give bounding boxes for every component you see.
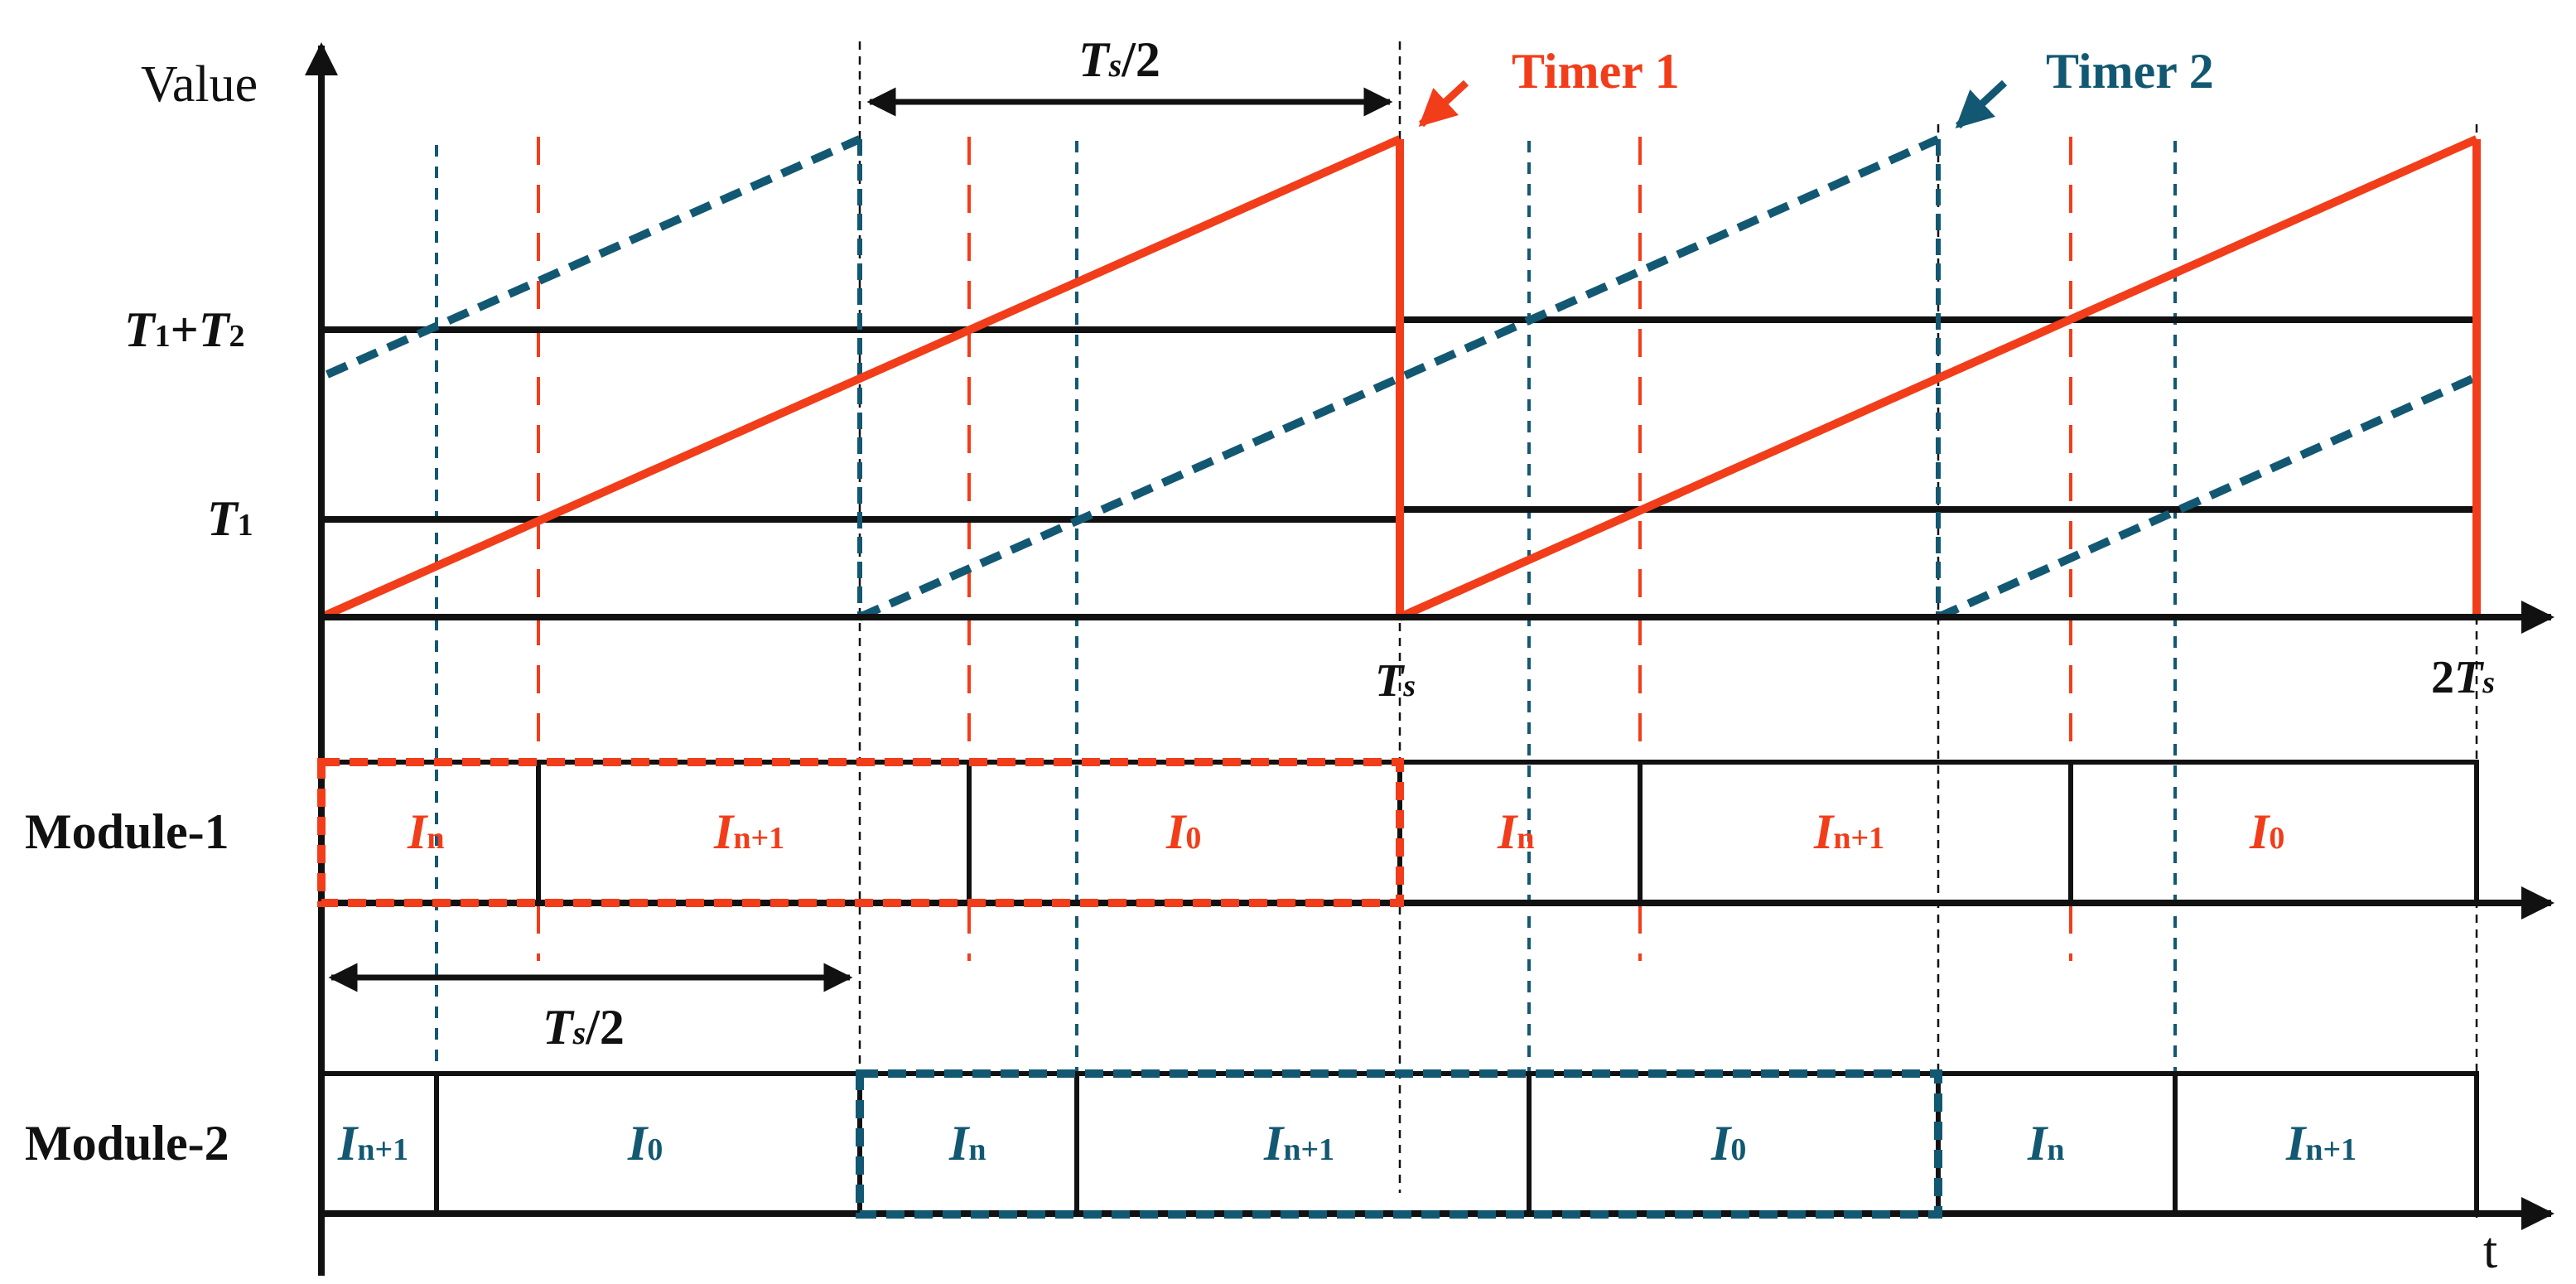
module1-box [2068,760,2479,905]
two-ts-tick-label: 2Ts [2431,652,2495,703]
half-period-label-middle: Ts/2 [543,1000,625,1055]
module2-segment-label: I0 [627,1116,663,1171]
module1-segment-label: I0 [1165,804,1201,859]
module2-segment-label: In [2027,1116,2065,1171]
level-t1-label: T1 [207,491,253,546]
timer1-label: Timer 1 [1512,44,1680,99]
timer2-label: Timer 2 [2046,44,2214,99]
timer1-ramp [1397,135,2479,621]
guide-lines [435,41,2478,1218]
module2-highlight-box [856,1069,1942,1219]
timer2-waveform [325,135,2479,621]
module1-segment-label: I0 [2249,804,2284,859]
ts-tick-label: Ts [1375,655,1416,707]
axes [305,42,2554,1276]
timer2-ramp [325,135,862,379]
x-axis-label: t [2483,1223,2497,1279]
module2-segment-labels: In+1 I0 In In+1 I0 In In+1 [337,1116,2357,1171]
module2-label: Module-2 [25,1116,229,1171]
module2-segment-label: In+1 [1263,1116,1334,1171]
timer1-pointer-arrow [1418,80,1469,128]
timer2-ramp [1936,373,2479,621]
module2-segment-label: In+1 [2285,1116,2357,1171]
module2-box [2173,1071,2479,1217]
module1-segment-labels: In In+1 I0 In In+1 I0 [407,804,2284,859]
module1-segment-label: In [407,804,445,859]
timer1-ramp [319,135,1402,621]
timer1-waveform [319,135,2481,621]
module1-label: Module-1 [25,804,229,859]
module2-segment-label: In [948,1116,987,1171]
level-t1t2-label: T1+T2 [124,302,245,357]
module1-segment-label: In [1497,804,1535,859]
module1-segment-label: In+1 [713,804,784,859]
module1-highlight-box [317,758,1404,907]
module2-segment-label: In+1 [337,1116,408,1171]
y-axis-label: Value [141,56,258,113]
half-period-label-top: Ts/2 [1078,32,1160,87]
module1-segment-label: In+1 [1813,804,1884,859]
timer2-pointer-arrow [1955,80,2008,129]
module2-segment-label: I0 [1710,1116,1746,1171]
